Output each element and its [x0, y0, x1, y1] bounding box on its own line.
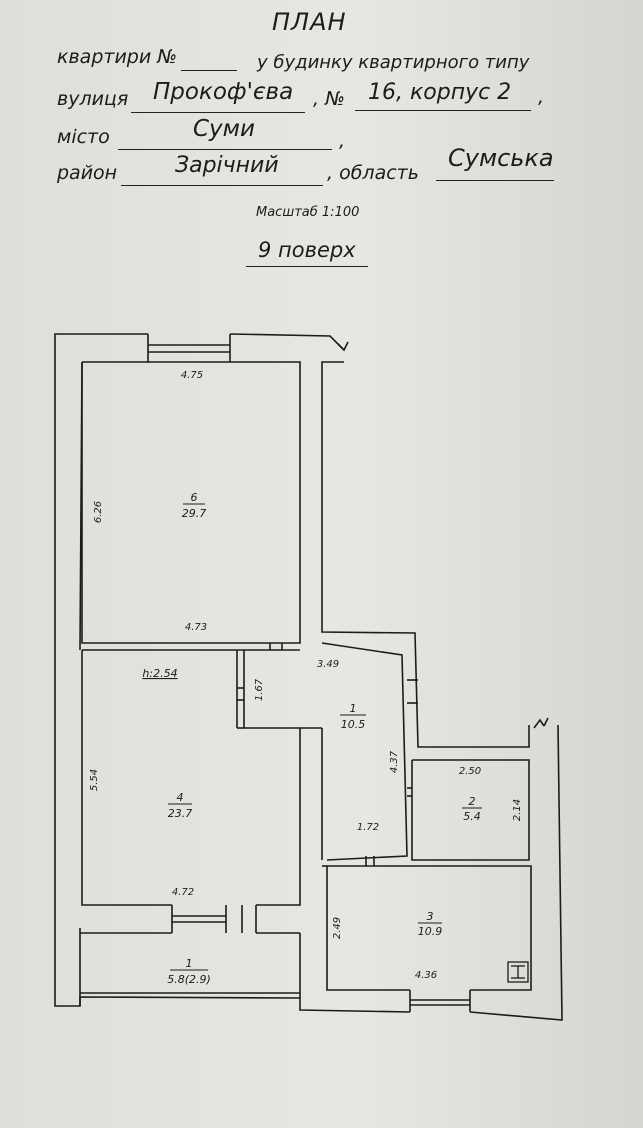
city-comma: , — [339, 130, 346, 152]
room-1-id: 1 — [350, 702, 357, 715]
street-value: Прокоф'єва — [153, 79, 294, 105]
balcony-area: 5.8(2.9) — [167, 973, 211, 986]
floor-underline — [246, 266, 368, 267]
dim-hall-bottom: 1.72 — [357, 822, 379, 833]
region-value: Сумська — [448, 144, 554, 172]
room-3-id: 3 — [427, 910, 434, 923]
room-3-area: 10.9 — [418, 925, 443, 938]
apt-label: квартири № — [57, 46, 178, 68]
room-1-area: 10.5 — [341, 718, 366, 731]
dim-room3-side: 2.49 — [332, 917, 343, 939]
street-label: вулиця — [57, 88, 129, 110]
room-2-area: 5.4 — [463, 810, 481, 823]
dim-room2-top: 2.50 — [459, 766, 481, 777]
scale-label: Масштаб 1:100 — [256, 205, 360, 220]
dim-room3-bottom: 4.36 — [415, 970, 437, 981]
city-line — [118, 149, 332, 150]
district-label: район — [57, 162, 118, 184]
street-line — [131, 112, 305, 113]
dim-room6-bottom: 4.73 — [185, 622, 207, 633]
apt-number-line — [181, 70, 237, 71]
room-4-area: 23.7 — [168, 807, 193, 820]
district-value: Зарічний — [175, 153, 279, 178]
region-label: , область — [327, 162, 419, 184]
apt-suffix: у будинку квартирного типу — [257, 52, 530, 73]
dim-room6-top: 4.75 — [181, 370, 203, 381]
page-title: ПЛАН — [272, 8, 347, 36]
dim-room2-side: 2.14 — [512, 799, 523, 821]
city-label: місто — [57, 126, 110, 148]
dim-room4-side: 5.54 — [89, 769, 100, 791]
number-comma: , — [538, 86, 545, 108]
dim-room6-side: 6.26 — [93, 501, 104, 523]
dim-hall-top: 3.49 — [317, 659, 339, 670]
dim-hall-side: 4.37 — [389, 750, 400, 773]
room-6-area: 29.7 — [182, 507, 207, 520]
dim-room4-bottom: 4.72 — [172, 887, 194, 898]
floor-label: 9 поверх — [258, 238, 356, 262]
number-label: , № — [313, 88, 345, 110]
stove-icon — [507, 961, 529, 983]
ceiling-height: h:2.54 — [142, 667, 177, 680]
room-6-id: 6 — [191, 491, 198, 504]
walls — [54, 333, 563, 1021]
number-line — [355, 110, 531, 111]
balcony-id: 1 — [186, 957, 193, 970]
room-4-id: 4 — [177, 791, 184, 804]
dim-hall-small: 1.67 — [254, 678, 265, 701]
number-value: 16, корпус 2 — [368, 80, 512, 105]
district-line — [121, 185, 323, 186]
region-line — [436, 180, 554, 181]
room-2-id: 2 — [469, 795, 476, 808]
city-value: Суми — [193, 116, 255, 142]
